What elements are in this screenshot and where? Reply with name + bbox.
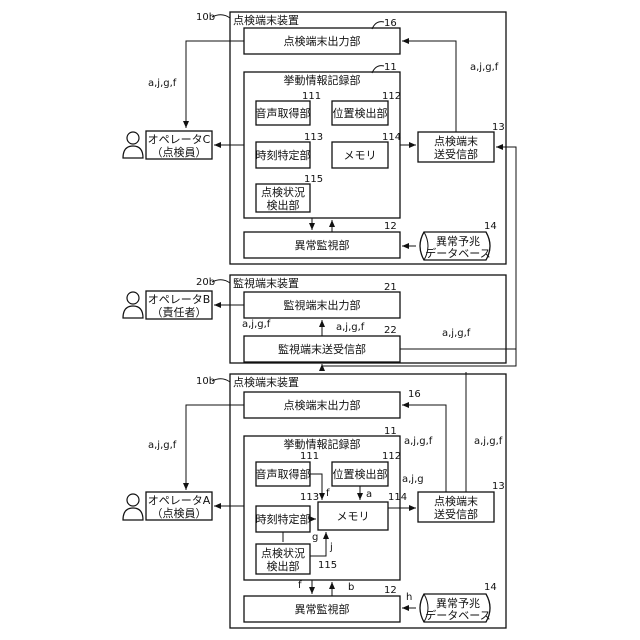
top-anomaly-ref: 12 [384, 221, 397, 232]
middle-sig-left: a,j,g,f [242, 319, 271, 330]
top-device-ref: 10b [196, 12, 215, 23]
bottom-output-unit-label: 点検端末出力部 [284, 398, 361, 412]
bottom-output-unit-ref: 16 [408, 389, 421, 400]
bottom-database-line2: データベース [425, 608, 490, 622]
bottom-arrow-output-to-operator [186, 405, 244, 490]
top-sig-left: a,j,g,f [148, 78, 177, 89]
operator-a-line2: （点検員） [152, 506, 207, 520]
bottom-time-ref: 113 [300, 492, 319, 503]
bottom-sig-j: j [329, 542, 333, 553]
bottom-position-ref: 112 [382, 451, 401, 462]
bottom-position-label: 位置検出部 [333, 467, 388, 481]
top-database-line2: データベース [425, 246, 490, 260]
bottom-sig-left: a,j,g,f [148, 440, 177, 451]
top-device-title: 点検端末装置 [233, 13, 299, 27]
operator-a-icon [123, 494, 143, 520]
bottom-status-ref: 115 [318, 560, 337, 571]
middle-sig-right: a,j,g,f [442, 328, 471, 339]
operator-c-icon [123, 132, 143, 158]
middle-transceiver-label: 監視端末送受信部 [278, 342, 366, 356]
top-status-line2: 検出部 [267, 198, 300, 212]
top-output-unit-label: 点検端末出力部 [284, 34, 361, 48]
top-position-ref: 112 [382, 91, 401, 102]
bottom-voice-label: 音声取得部 [256, 467, 311, 481]
top-status-ref: 115 [304, 174, 323, 185]
top-transceiver-ref: 13 [492, 122, 505, 133]
bottom-anomaly-label: 異常監視部 [295, 602, 350, 616]
middle-output-unit-label: 監視端末出力部 [284, 298, 361, 312]
top-sig-right: a,j,g,f [470, 62, 499, 73]
bottom-sig-f2: f [298, 580, 302, 591]
top-time-ref: 113 [304, 132, 323, 143]
bottom-sig-a: a [366, 489, 372, 500]
top-transceiver-line1: 点検端末 [434, 134, 478, 148]
bottom-sig-g: g [312, 532, 318, 543]
bottom-status-line2: 検出部 [267, 559, 300, 573]
top-arrow-transceiver-to-output [402, 41, 456, 132]
operator-b-line2: （責任者） [152, 305, 207, 319]
top-recorder-label: 挙動情報記録部 [284, 73, 361, 87]
middle-transceiver-ref: 22 [384, 325, 397, 336]
bottom-sig-h: h [406, 592, 412, 603]
bottom-recorder-label: 挙動情報記録部 [284, 437, 361, 451]
bottom-voice-ref: 111 [300, 451, 319, 462]
middle-output-unit-ref: 21 [384, 282, 397, 293]
top-time-label: 時刻特定部 [256, 148, 311, 162]
bottom-device-ref: 10b [196, 376, 215, 387]
top-anomaly-label: 異常監視部 [295, 238, 350, 252]
bottom-status-line1: 点検状況 [261, 546, 305, 560]
bottom-time-label: 時刻特定部 [256, 512, 311, 526]
operator-c-line1: オペレータC [148, 133, 211, 146]
bottom-sig-b: b [348, 582, 354, 593]
bottom-device-title: 点検端末装置 [233, 375, 299, 389]
middle-device-ref: 20b [196, 277, 215, 288]
bottom-database-ref: 14 [484, 582, 497, 593]
top-memory-ref: 114 [382, 132, 401, 143]
bottom-anomaly-ref: 12 [384, 585, 397, 596]
operator-a-line1: オペレータA [148, 494, 211, 507]
bottom-transceiver-line2: 送受信部 [434, 507, 478, 521]
operator-b-icon [123, 292, 143, 318]
bottom-sig-right: a,j,g,f [474, 436, 503, 447]
top-memory-label: メモリ [344, 149, 377, 162]
bottom-sig-mid: a,j,g,f [404, 436, 433, 447]
bottom-recorder-ref: 11 [384, 426, 397, 437]
top-output-unit-ref: 16 [384, 18, 397, 29]
bottom-memory-label: メモリ [337, 510, 370, 523]
operator-b-line1: オペレータB [148, 293, 211, 306]
bottom-sig-f: f [326, 488, 330, 499]
top-voice-ref: 111 [302, 91, 321, 102]
operator-c-line2: （点検員） [152, 145, 207, 159]
top-position-label: 位置検出部 [333, 106, 388, 120]
bottom-sig-mem: a,j,g [402, 474, 424, 485]
top-recorder-ref: 11 [384, 62, 397, 73]
bottom-transceiver-line1: 点検端末 [434, 494, 478, 508]
middle-device-title: 監視端末装置 [233, 276, 299, 290]
top-database-ref: 14 [484, 221, 497, 232]
bottom-memory-ref: 114 [388, 492, 407, 503]
bottom-transceiver-ref: 13 [492, 481, 505, 492]
top-transceiver-line2: 送受信部 [434, 147, 478, 161]
top-status-line1: 点検状況 [261, 185, 305, 199]
top-voice-label: 音声取得部 [256, 106, 311, 120]
top-arrow-output-to-operator [186, 41, 244, 128]
middle-sig-inner: a,j,g,f [336, 322, 365, 333]
